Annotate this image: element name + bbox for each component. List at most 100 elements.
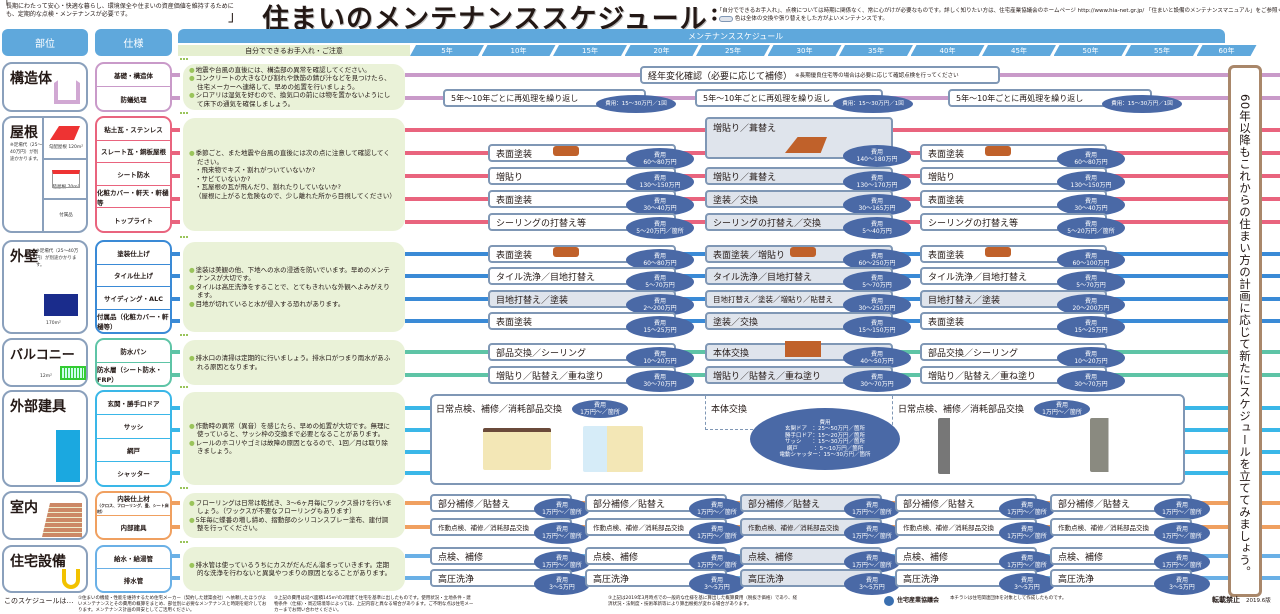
cost-badge: 費用 1万円～／箇所 [999,498,1055,520]
cost-badge: 費用 1万円～／箇所 [1034,400,1090,418]
timeline-line [1262,252,1280,256]
sash-lubricant-illustration [938,418,978,474]
spec-item: 玄関・勝手口ドア [97,392,170,416]
paint-roller-icon [553,146,579,156]
maintenance-label: 作動点検、補修／消耗部品交換 [903,524,994,532]
sparkle-icon [180,236,188,242]
maintenance-label: 目地打替え／塗装 [928,295,1001,306]
maintenance-label: 増貼り／貼替え／重ね塗り [496,371,605,382]
cost-badge: 費用 1万円～／箇所 [1154,551,1210,573]
header-note: ●「自分でできるお手入れ」、点検については時期に関係なく、常に心がけが必要なもの… [712,8,1280,14]
maintenance-label: 日常点検、補修／消耗部品交換 [898,405,1025,415]
cost-badge: 費用 30～70万円 [626,370,694,392]
timeline-line [172,274,180,278]
maintenance-label: 点検、補修 [438,552,484,563]
timeline-line [1262,471,1280,475]
cost-badge: 費用 1万円～／箇所 [689,522,745,544]
spec-item: 防水パン [97,340,170,363]
part-note: ※足場代（25～40万円）が別途かかります。 [36,249,79,268]
cost-badge: 費用 3～5万円 [1154,573,1210,595]
roof-icon [785,137,827,153]
spec-item: シート防水 [97,163,170,186]
cost-badge: 費用 1万円～／箇所 [844,522,900,544]
paint-roller-icon [985,247,1011,257]
maintenance-label: 部分補修／貼替え [903,499,976,510]
maintenance-label: 高圧洗浄 [438,574,475,585]
part-interior: 室内 [2,491,88,540]
care-note: 目地が切れていると水が侵入する恐れがあります。 [196,300,393,309]
maintenance-label: タイル洗浄／目地打替え [713,272,813,283]
flooring-icon [42,503,82,537]
cost-badge: 費用 5～20万円／箇所 [626,217,694,239]
sub-part-label: 付属品 [59,213,73,218]
cost-badge: 費用 1万円～／箇所 [844,551,900,573]
part-title: 室内 [10,500,38,516]
maintenance-label: 表面塗装 [928,195,965,206]
maintenance-label: 5年～10年ごとに再処理を繰り返し [703,93,831,103]
column-header-self-care: 自分でできるお手入れ・ご注意 [178,45,410,56]
maintenance-label: 点検、補修 [1058,552,1104,563]
timeline-line [1262,274,1280,278]
care-note: コンクリートの大きなひび割れや鉄筋の錆び汁などを見つけたら、住宅メーカーへ連絡し… [196,74,393,91]
cost-badge: 費用：15～30万円／1回 [833,95,913,113]
spec-item: サッシ [97,415,170,439]
care-note: シロアリは湿気を好むので、換気口の前には物を置かないようにして床下の通気を確保し… [196,91,393,108]
door-closer-illustration [483,428,551,470]
timeline-line [172,350,180,354]
replacement-cost-item: 玄関ドア ：25～50万円／箇所 [785,426,865,432]
sparkle-icon [180,58,188,64]
timeline-line [1262,428,1280,432]
timeline-line [172,554,180,558]
cost-badge: 費用 30～250万円 [843,294,911,316]
timeline-line [172,319,180,323]
replacement-cost-item: 勝手口ドア：15～20万円／箇所 [785,432,865,439]
cost-badge: 費用 20～200万円 [1057,294,1125,316]
timeline-line [172,525,180,529]
year-header-20: 20年 [625,45,699,56]
maintenance-label: 表面塗装 [928,250,965,261]
footer: このスケジュールは… ①住まいの機能・性能を維持するため住宅メーカー（契約した建… [0,596,1280,613]
spec-item: 粘土瓦・ステンレス [97,118,170,141]
spec-item: 給水・給湯管 [97,547,170,570]
cost-badge: 費用 1万円～／箇所 [534,522,590,544]
maintenance-label: 高圧洗浄 [903,574,940,585]
sparkle-icon [180,541,188,547]
cost-badge: 費用：15～30万円／1回 [1102,95,1182,113]
spec-item: タイル仕上げ [97,265,170,288]
legend-text: 色は全体の交換や張り替えをした方がよいメンテナンスです。 [734,16,888,22]
year-header-55: 55年 [1125,45,1199,56]
maintenance-label: 日常点検、補修／消耗部品交換 [436,405,563,415]
year-header-30: 30年 [768,45,842,56]
maintenance-box: 経年変化確認（必要に応じて補修）※長期優良住宅等の場合は必要に応じて確認点検を行… [640,66,1000,84]
care-note: ・瓦屋根の瓦が飛んだり、割れたりしていないか? [195,183,341,191]
year-header-60: 60年 [1197,45,1257,56]
balcony-icon [60,366,86,380]
cost-badge: 費用 5～70万円 [626,271,694,293]
door-lever-illustration [583,426,643,472]
sub-divider [42,158,88,160]
maintenance-label: 経年変化確認（必要に応じて補修） [648,71,793,82]
timeline-line [172,128,180,132]
column-header-spec: 仕様 [95,29,172,56]
footer-note-1: ①住まいの機能・性能を維持するため住宅メーカー（契約した建築会社）へ依頼したほう… [78,596,267,613]
maintenance-label: 表面塗装 [496,149,533,160]
column-header-part: 部位 [2,29,88,56]
part-title: 外部建具 [10,399,66,415]
waterproof-pan-icon [785,341,821,357]
timeline-line [172,174,180,178]
cost-badge: 費用 5～70万円 [843,271,911,293]
spec-item: 内部建具 [120,524,147,532]
cost-badge: 費用 1万円～／箇所 [844,498,900,520]
cost-badge: 費用 10～20万円 [626,347,694,369]
cost-badge: 費用 60～80万円 [626,249,694,271]
maintenance-label: 塗装／交換 [713,317,759,328]
cost-badge: 費用 30～70万円 [843,370,911,392]
cost-badge: 費用 15～150万円 [843,316,911,338]
cost-badge: 費用 3～5万円 [999,573,1055,595]
cost-badge: 費用 10～20万円 [1057,347,1125,369]
cost-badge: 費用 60～100万円 [1057,249,1125,271]
cost-badge: 費用 30～40万円 [1057,194,1125,216]
